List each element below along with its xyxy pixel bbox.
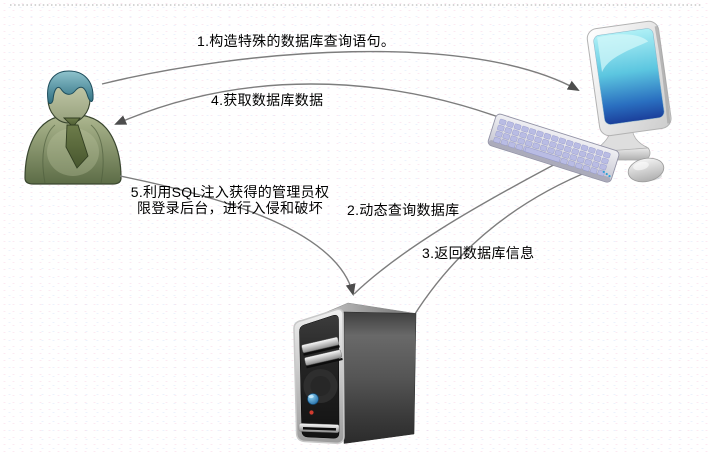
server-side-face — [343, 311, 417, 444]
keyboard-key — [493, 136, 501, 144]
keyboard-key — [569, 154, 578, 161]
server-bay-slot — [306, 357, 343, 369]
keyboard-led — [602, 170, 605, 173]
keyboard-key — [586, 153, 594, 160]
keyboard-key — [593, 155, 602, 162]
keyboard-key — [508, 141, 516, 149]
keyboard-key — [599, 163, 607, 171]
arrow-step2-computer-to-server — [353, 160, 562, 295]
keyboard-key — [498, 118, 507, 126]
person-tie — [65, 124, 89, 169]
keyboard-key — [549, 141, 557, 148]
step1-label: 1.构造特殊的数据库查询语句。 — [197, 33, 396, 49]
step5-label: 5.利用SQL注入获得的管理员权 限登录后台，进行入侵和破坏 — [130, 184, 330, 216]
server-drive-bay — [301, 336, 340, 353]
keyboard-key — [565, 139, 574, 147]
arrow-step1-attacker-to-computer — [101, 50, 580, 91]
arrow-step4-computer-to-attacker — [114, 83, 513, 125]
server-power-button — [307, 393, 319, 405]
server-bottom-slit — [302, 426, 337, 431]
keyboard-key — [595, 149, 604, 156]
keyboard-key — [495, 130, 503, 138]
server-power-highlight — [308, 394, 314, 399]
keyboard-key — [506, 121, 514, 128]
keyboard-key — [547, 147, 555, 154]
keyboard-key — [541, 138, 550, 146]
keyboard-key — [590, 167, 598, 174]
server-bay-slot — [303, 345, 340, 356]
keyboard-key — [519, 131, 527, 139]
keyboard-key — [573, 142, 581, 149]
computer-icon — [487, 20, 672, 183]
keyboard-key — [577, 156, 585, 164]
keyboard-key — [575, 162, 583, 170]
server-bottom-slot — [298, 423, 340, 433]
keyboard-front-edge — [488, 140, 611, 182]
person-left-arm-line — [42, 124, 56, 184]
keyboard-key — [511, 129, 520, 137]
keyboard-key — [584, 159, 592, 166]
keyboard-key — [551, 135, 559, 142]
step4-label: 4.获取数据库数据 — [211, 92, 324, 108]
person-tie-knot — [62, 117, 81, 128]
server-drive-bay — [304, 349, 343, 366]
keyboard-key — [578, 150, 587, 158]
keyboard-keys — [493, 118, 611, 177]
keyboard-key — [582, 165, 591, 172]
arrow-step5-attacker-to-server — [119, 175, 356, 296]
server-tower-icon — [293, 302, 417, 445]
server-drive-bays — [301, 336, 343, 369]
keyboard-led — [608, 175, 611, 178]
keyboard-key — [500, 139, 509, 146]
person-right-arm-line — [90, 124, 104, 184]
keyboard-key — [526, 134, 535, 141]
keyboard-led — [605, 172, 608, 176]
keyboard-key — [528, 128, 537, 135]
keyboard-key — [502, 133, 511, 140]
keyboard-key — [588, 147, 596, 154]
keyboard-key — [562, 152, 570, 159]
keyboard-key — [539, 144, 548, 152]
keyboard-key — [543, 132, 552, 140]
keyboard-key — [513, 123, 522, 131]
keyboard-key — [571, 148, 579, 155]
keyboard-key — [591, 161, 600, 168]
step2-label: 2.动态查询数据库 — [347, 202, 460, 218]
server-vent-inner — [310, 376, 331, 396]
keyboard-key — [558, 137, 566, 145]
keyboard-key — [515, 143, 524, 151]
keyboard-key — [517, 137, 525, 145]
keyboard-key — [504, 127, 512, 134]
monitor-icon — [586, 20, 672, 137]
keyboard-key — [497, 124, 505, 132]
keyboard-key — [560, 158, 568, 165]
flow-arrows — [101, 50, 593, 318]
keyboard-body — [487, 113, 620, 183]
keyboard-key — [601, 157, 609, 165]
monitor-bezel-shadow — [654, 25, 671, 124]
step3-label: 3.返回数据库信息 — [422, 245, 535, 261]
keyboard-key — [556, 143, 565, 151]
keyboard-key — [521, 125, 529, 133]
arrow-step3-server-to-computer — [412, 169, 593, 318]
keyboard-icon — [487, 113, 620, 183]
keyboard-key — [524, 146, 561, 163]
person-hair — [47, 70, 94, 104]
keyboard-key — [603, 151, 611, 159]
keyboard-key — [532, 142, 540, 150]
keyboard-key — [567, 160, 576, 167]
keyboard-key — [510, 135, 518, 143]
server-led — [309, 410, 314, 415]
monitor-screen-glare — [597, 34, 649, 73]
user-icon — [24, 70, 122, 185]
mouse-highlight — [633, 161, 649, 171]
keyboard-key — [580, 144, 589, 152]
keyboard-key — [524, 140, 533, 147]
keyboard-key — [554, 149, 563, 157]
keyboard-key — [534, 136, 542, 144]
keyboard-key — [564, 145, 572, 153]
keyboard-key — [536, 130, 544, 138]
